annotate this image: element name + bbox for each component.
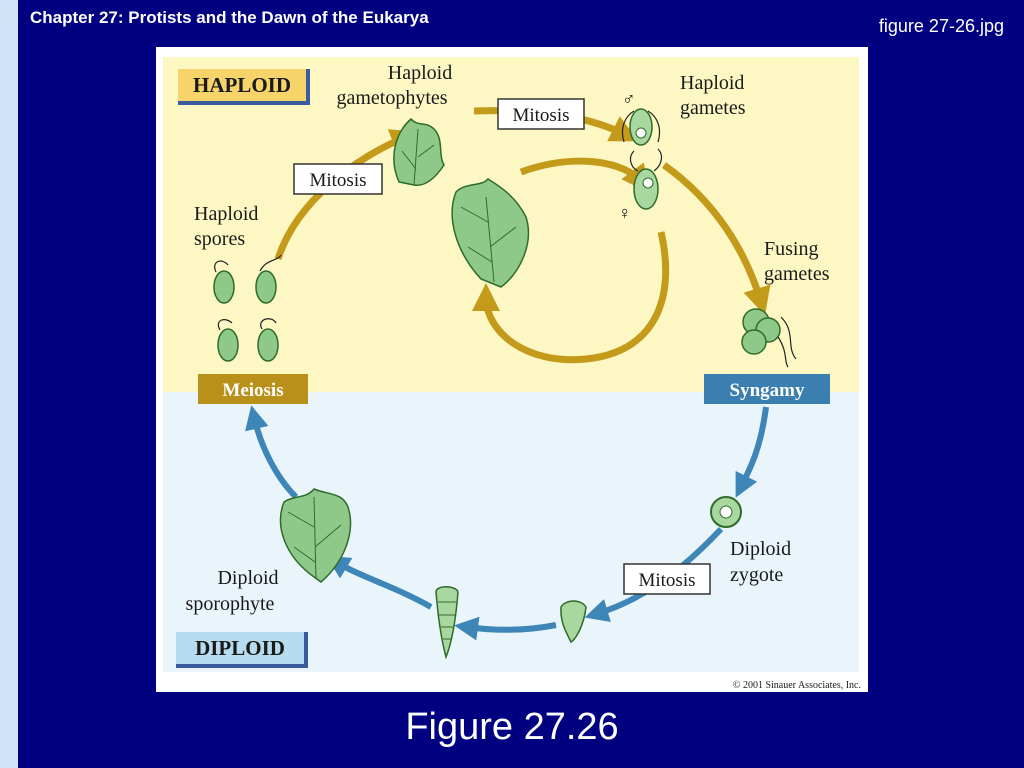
mitosis-label-top: Mitosis: [512, 105, 569, 126]
file-name: figure 27-26.jpg: [878, 16, 1004, 36]
diploid-zygote-icon: [710, 496, 742, 528]
sporeling-icon: [560, 600, 587, 644]
mitosis-box-top: [497, 98, 585, 130]
juvenile-sporophyte-icon: [435, 586, 459, 660]
life-cycle-diagram: HAPLOID DIPLOID Meiosis Syngamy Mitosis …: [163, 57, 861, 691]
arrow-sporophyte-to-meiosis: [245, 405, 299, 500]
arrow-sporeling-to-juvenile: [454, 616, 557, 641]
figure-panel: HAPLOID DIPLOID Meiosis Syngamy Mitosis …: [156, 47, 868, 692]
diploid-sporophyte-thallus-icon: [279, 488, 352, 583]
diploid-label-box: [176, 632, 304, 664]
arrow-gametes-to-fusing: [661, 162, 771, 316]
meiosis-label: Meiosis: [222, 380, 283, 401]
zygote-label-line2: zygote: [730, 564, 783, 586]
spores-label-line2: spores: [194, 228, 245, 250]
gametophytes-label-line1: Haploid: [388, 62, 452, 84]
arrow-syngamy-to-zygote: [735, 406, 769, 498]
fusing-label-line2: gametes: [764, 263, 830, 285]
gametes-label-line2: gametes: [680, 97, 746, 119]
syngamy-box: [704, 374, 830, 404]
copyright-notice: © 2001 Sinauer Associates, Inc.: [733, 680, 861, 691]
mitosis-box-left: [293, 163, 383, 195]
large-gametophyte-thallus-icon: [451, 178, 530, 288]
female-symbol: ♀: [618, 203, 632, 223]
gametophyte-thallus-icon: [393, 117, 445, 186]
zygote-label-line1: Diploid: [730, 538, 791, 560]
left-edge-strip: [0, 0, 18, 768]
gametes-label-line1: Haploid: [680, 72, 744, 94]
fusing-gametes-icon: [741, 308, 797, 368]
gametophytes-label-line2: gametophytes: [336, 87, 447, 109]
asexual-loop-arrow-top: [519, 157, 650, 194]
haploid-label-box: [178, 69, 306, 101]
figure-caption: Figure 27.26: [405, 706, 619, 748]
diploid-region: [163, 392, 859, 672]
fusing-label-line1: Fusing: [764, 238, 818, 260]
spores-label-line1: Haploid: [194, 203, 258, 225]
syngamy-label: Syngamy: [730, 380, 805, 401]
haploid-gamete-female-icon: [629, 148, 663, 210]
arrow-juvenile-to-sporophyte: [325, 555, 433, 610]
meiosis-box: [198, 374, 308, 404]
mitosis-label-bottom: Mitosis: [638, 570, 695, 591]
asexual-loop-arrow-bottom: [472, 231, 670, 364]
haploid-gamete-male-icon: [621, 108, 661, 146]
mitosis-label-left: Mitosis: [309, 170, 366, 191]
diploid-phase-label: DIPLOID: [195, 636, 285, 660]
haploid-phase-label: HAPLOID: [193, 73, 291, 97]
male-symbol: ♂: [622, 89, 636, 109]
chapter-title: Chapter 27: Protists and the Dawn of the…: [30, 8, 429, 27]
sporophyte-label-line2: sporophyte: [186, 593, 275, 615]
mitosis-box-bottom: [623, 563, 711, 595]
haploid-spores-icon: [213, 254, 282, 362]
sporophyte-label-line1: Diploid: [217, 567, 278, 589]
